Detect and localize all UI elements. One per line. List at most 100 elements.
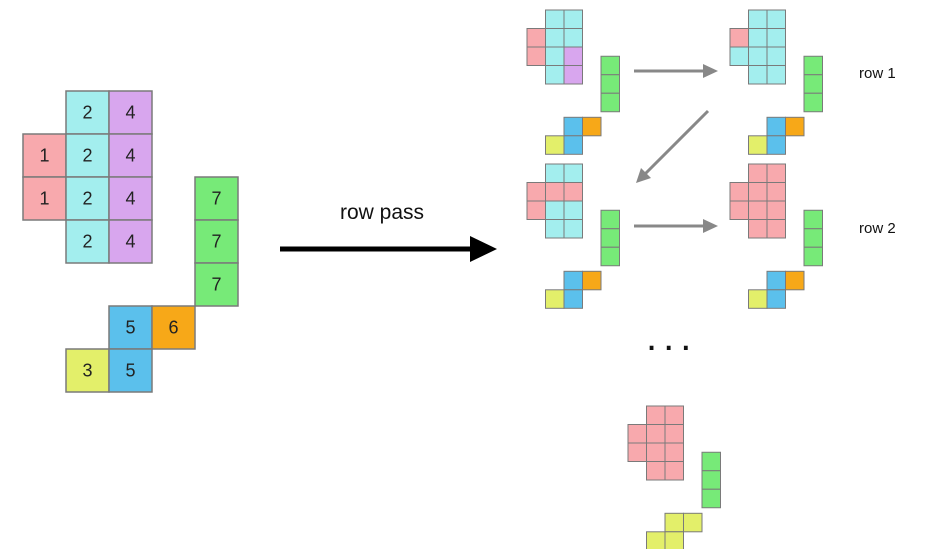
grid-cell [108,348,153,393]
small-grid-cell [664,512,684,533]
row-1-label: row 1 [859,65,896,82]
small-grid-cell [748,9,768,29]
small-grid-cell [563,182,583,202]
state-row2-before [526,163,620,309]
small-grid-cell [664,461,684,481]
small-grid-cell [600,55,620,76]
grid-cell [22,176,67,221]
small-grid-cell [748,219,768,239]
small-grid-cell [766,65,786,85]
small-grid-cell [729,200,749,220]
small-grid-cell [785,270,805,291]
small-grid-cell [766,46,786,66]
small-grid-cell [701,488,721,509]
small-grid-cell [563,135,583,155]
grid-cell [194,262,239,307]
grid-cell-label: 7 [211,275,221,295]
small-grid-cell [785,116,805,137]
small-grid-cell [563,219,583,239]
small-grid-cell [729,182,749,202]
small-grid-cell [803,246,823,267]
grid-cell-label: 2 [82,103,92,123]
small-grid-cell [600,92,620,113]
grid-cell-label: 1 [39,189,49,209]
small-grid-cell [646,405,666,425]
small-grid-cell [526,28,546,48]
small-grid-cell [701,451,721,472]
small-grid-cell [526,182,546,202]
grid-cell-label: 7 [211,232,221,252]
state-final [627,405,721,549]
grid-cell-label: 4 [125,146,135,166]
small-grid-cell [545,46,565,66]
small-grid-cell [664,531,684,549]
small-grid-cell [766,270,786,291]
small-grid-cell [748,135,768,155]
grid-cell-label: 2 [82,189,92,209]
grid-cell-label: 4 [125,103,135,123]
small-grid-cell [766,200,786,220]
grid-cell [65,348,110,393]
grid-cell-label: 7 [211,189,221,209]
row-pass-label: row pass [340,201,424,224]
small-grid-cell [729,46,749,66]
small-grid-cell [646,461,666,481]
grid-cell [65,90,110,135]
small-grid-cell [646,442,666,462]
small-grid-cell [701,470,721,490]
small-grid-cell [748,46,768,66]
grid-cell [108,219,153,264]
grid-cell-label: 3 [82,361,92,381]
small-grid-cell [545,65,565,85]
small-grid-cell [627,424,647,444]
small-grid-cell [766,116,786,137]
small-grid-cell [748,65,768,85]
state-row1-before [526,9,620,155]
row-pass-arrow [280,236,497,262]
small-grid-cell [545,289,565,309]
grid-cell-label: 2 [82,232,92,252]
small-grid-cell [646,424,666,444]
small-grid-cell [766,135,786,155]
small-grid-cell [545,28,565,48]
small-grid-cell [729,28,749,48]
small-grid-cell [545,219,565,239]
small-grid-cell [545,200,565,220]
small-grid-cell [600,228,620,248]
small-grid-cell [748,200,768,220]
small-grid-cell [766,163,786,183]
arrow-row1 [634,64,718,78]
small-grid-cell [664,405,684,425]
small-grid-cell [803,228,823,248]
small-grid-cell [664,424,684,444]
small-grid-cell [600,246,620,267]
grid-cell [108,305,153,350]
small-grid-cell [526,200,546,220]
small-grid-cell [627,442,647,462]
small-grid-cell [563,65,583,85]
small-grid-cell [545,9,565,29]
small-grid-cell [803,209,823,230]
small-grid-cell [563,116,583,137]
grid-cell-label: 2 [82,146,92,166]
small-grid-cell [563,28,583,48]
state-row1-after [729,9,823,155]
small-grid-cell [683,512,703,533]
row-2-label: row 2 [859,220,896,237]
small-grid-cell [545,135,565,155]
small-grid-cell [563,46,583,66]
small-grid-cell [766,219,786,239]
arrow-diagonal [636,109,710,183]
small-grid-cell [748,163,768,183]
small-grid-cell [563,289,583,309]
grid-cell [194,219,239,264]
grid-cell-label: 5 [125,361,135,381]
small-grid-cell [766,289,786,309]
small-grid-cell [766,28,786,48]
state-row2-after [729,163,823,309]
grid-cell-label: 4 [125,189,135,209]
small-grid-cell [582,116,602,137]
grid-cell [151,305,196,350]
